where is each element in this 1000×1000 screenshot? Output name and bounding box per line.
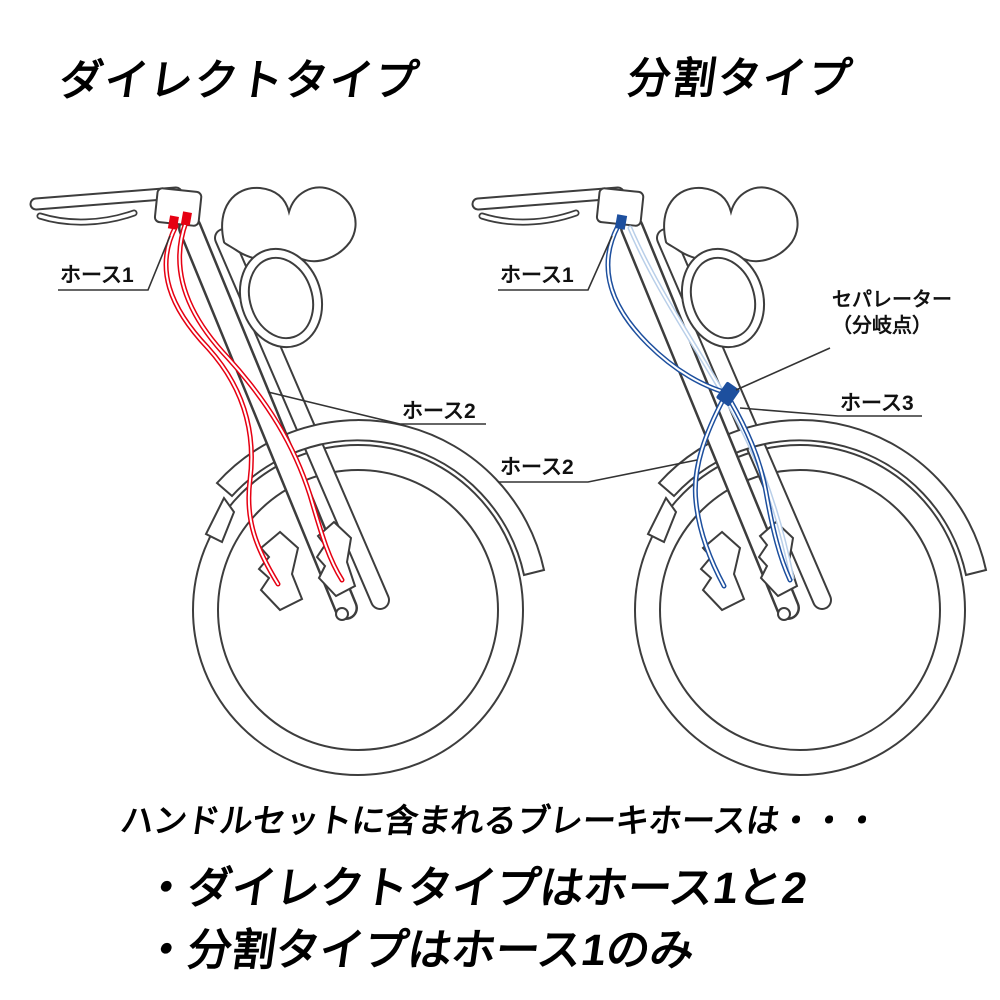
diagram-canvas: ホース1 ホース2 ホース1 セパレーター （分岐点） ホース3 ホース2 [0, 110, 1000, 800]
label-hose1-left: ホース1 [60, 264, 134, 287]
hose1-core [607, 225, 725, 393]
leader-hose2-right [498, 459, 698, 483]
hoses-split [605, 214, 795, 589]
labels-direct: ホース1 ホース2 [58, 235, 486, 425]
label-hose1-right: ホース1 [500, 264, 574, 287]
label-separator-line1: セパレーター [832, 288, 952, 311]
leader-hose1-right [498, 235, 613, 291]
hoses-direct [163, 211, 345, 587]
title-direct-type: ダイレクトタイプ [56, 57, 424, 105]
label-hose2-right: ホース2 [500, 456, 574, 479]
title-split-type: 分割タイプ [624, 55, 857, 103]
leader-hose2-left [267, 391, 486, 425]
bike-direct-type [36, 187, 544, 775]
leader-hose1-left [58, 235, 171, 291]
leader-separator [735, 347, 831, 391]
hose3-core [729, 399, 791, 581]
footer-bullet-split: ・分割タイプはホース1のみ [140, 926, 698, 975]
banjo-fitting-1 [167, 215, 179, 230]
hose1-core [165, 225, 279, 585]
footer-intro: ハンドルセットに含まれるブレーキホースは・・・ [118, 802, 881, 839]
hose2-core [694, 397, 725, 587]
leader-hose3-right [739, 407, 922, 417]
labels-split: ホース1 セパレーター （分岐点） ホース3 ホース2 [498, 235, 952, 483]
label-separator-line2: （分岐点） [832, 313, 932, 337]
bike-split-type [478, 187, 986, 775]
label-hose2-left: ホース2 [402, 400, 476, 423]
hose2-core [178, 221, 343, 581]
banjo-fitting-2 [180, 211, 192, 226]
footer-bullet-direct: ・ダイレクトタイプはホース1と2 [140, 864, 811, 913]
label-hose3-right: ホース3 [840, 392, 914, 415]
separator-fitting [716, 382, 740, 406]
banjo-fitting [614, 214, 628, 230]
